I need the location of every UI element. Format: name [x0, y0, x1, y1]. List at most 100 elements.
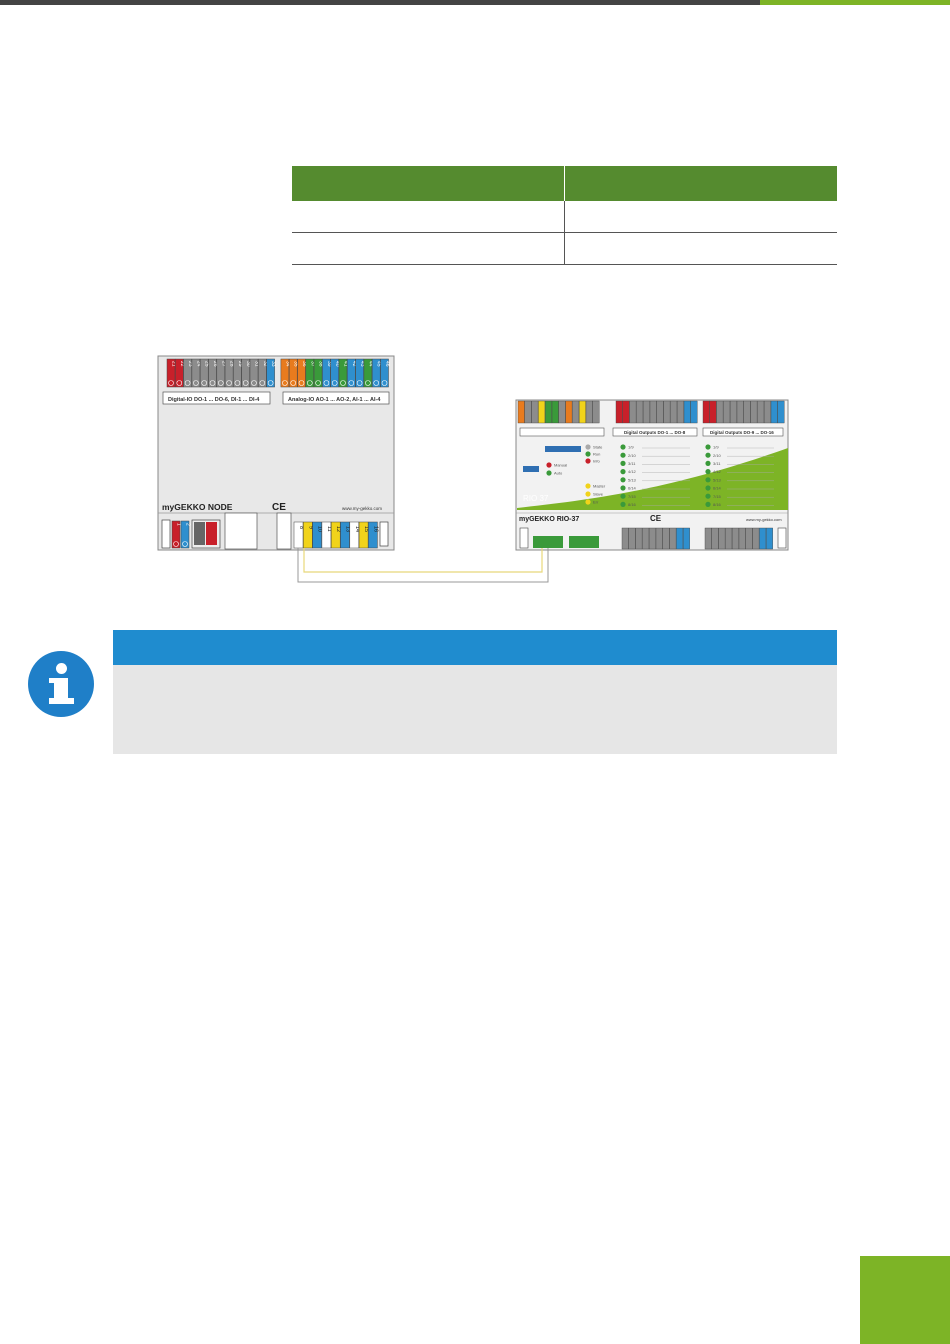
terminal-label: 33 — [270, 361, 276, 367]
terminal — [628, 527, 636, 550]
terminal-label: 34 — [284, 361, 290, 367]
terminal: 11 — [321, 521, 332, 549]
terminal — [743, 400, 751, 424]
led-label: State — [593, 445, 603, 450]
terminal — [690, 400, 698, 424]
status-led: 5/13 — [705, 477, 722, 483]
terminal — [716, 400, 724, 424]
table-header-cell — [292, 166, 565, 201]
table-cell — [564, 201, 837, 233]
terminal: 36 — [297, 358, 307, 388]
info-icon — [28, 651, 94, 717]
terminal-label: 44 — [367, 361, 373, 367]
table-header-row — [292, 166, 837, 201]
terminal: 16 — [368, 521, 378, 549]
terminal: 9 — [303, 521, 313, 549]
terminal: 45 — [371, 358, 382, 388]
terminal — [764, 400, 771, 424]
terminal — [615, 400, 623, 424]
status-led: 7/15 — [705, 493, 722, 499]
terminal — [670, 400, 678, 424]
led-label: 4/12 — [628, 469, 637, 474]
terminal-label: 43 — [359, 361, 365, 367]
terminal — [662, 527, 670, 550]
terminal: 21 — [166, 358, 177, 388]
status-led: Info — [585, 458, 600, 464]
terminal-label: 25 — [204, 361, 210, 367]
terminal: 8 — [293, 521, 304, 549]
terminal — [683, 527, 690, 550]
led-label: 7/15 — [628, 494, 637, 499]
led-label: 6/14 — [628, 486, 637, 491]
status-led: 2/10 — [705, 452, 722, 458]
terminal-label: 28 — [229, 361, 235, 367]
terminal: 40 — [330, 358, 340, 388]
led-label: Run — [593, 452, 600, 457]
terminal — [655, 527, 663, 550]
status-led: 2/10 — [620, 452, 637, 458]
terminal-label: 11 — [326, 526, 332, 532]
terminal — [752, 527, 760, 550]
terminal — [545, 400, 552, 424]
terminal — [643, 400, 650, 424]
terminal-label: 37 — [309, 361, 315, 367]
led-label: Manual — [554, 463, 567, 468]
terminal: 44 — [363, 358, 373, 388]
terminal — [711, 527, 719, 550]
terminal-label: 23 — [187, 361, 193, 367]
terminal: 28 — [224, 358, 235, 388]
led-label: 8/16 — [713, 502, 722, 507]
led-label: 2/10 — [713, 453, 722, 458]
terminal-label: 31 — [254, 361, 260, 367]
terminal — [745, 527, 753, 550]
terminal-label: 24 — [195, 361, 201, 367]
terminal-label: 13 — [345, 526, 351, 532]
status-led: Err — [585, 499, 599, 505]
status-led: 7/15 — [620, 493, 637, 499]
terminal: 1 — [171, 520, 182, 549]
terminal — [538, 400, 546, 424]
table-cell — [292, 232, 565, 265]
terminal-label: 29 — [237, 361, 243, 367]
led-label: Info — [593, 459, 600, 464]
node-url: www.my-gekko.com — [342, 506, 382, 511]
terminal-label: 10 — [317, 526, 323, 532]
led-label: 2/10 — [628, 453, 637, 458]
terminal — [642, 527, 650, 550]
terminal: 2 — [180, 520, 191, 549]
terminal — [677, 400, 684, 424]
rio-brand: myGEKKO RIO-37 — [519, 516, 579, 523]
led-label: 3/11 — [713, 461, 721, 466]
terminal — [635, 527, 643, 550]
status-led: State — [585, 444, 603, 450]
led-label: 1/9 — [628, 445, 634, 450]
terminal: 35 — [288, 358, 299, 388]
rio-badge: RIO 37 — [523, 494, 549, 503]
terminal-label: 32 — [262, 361, 268, 367]
terminal — [757, 400, 765, 424]
terminal — [725, 527, 733, 550]
terminal: 24 — [191, 358, 201, 388]
header-rule — [0, 0, 760, 5]
terminal-label: 14 — [354, 526, 360, 532]
led-label: Auto — [554, 471, 563, 476]
status-led: Master — [585, 483, 606, 489]
page-number-tab — [860, 1256, 950, 1344]
terminal: 23 — [183, 358, 193, 388]
terminal — [770, 400, 778, 424]
terminal: 15 — [358, 521, 369, 549]
terminal: 42 — [347, 358, 357, 388]
rio-device: Digital Outputs DO-1 ... DO-8 Digital Ou… — [515, 399, 789, 551]
terminal — [572, 400, 580, 424]
terminal: 14 — [349, 521, 360, 549]
status-led: 6/14 — [620, 485, 637, 491]
terminal — [565, 400, 573, 424]
status-led: 1/9 — [705, 444, 719, 450]
terminal: 22 — [175, 358, 185, 388]
status-led: 6/14 — [705, 485, 722, 491]
rio-ce-mark: CE — [650, 514, 662, 523]
terminal: 31 — [249, 358, 260, 388]
terminal — [704, 527, 712, 550]
